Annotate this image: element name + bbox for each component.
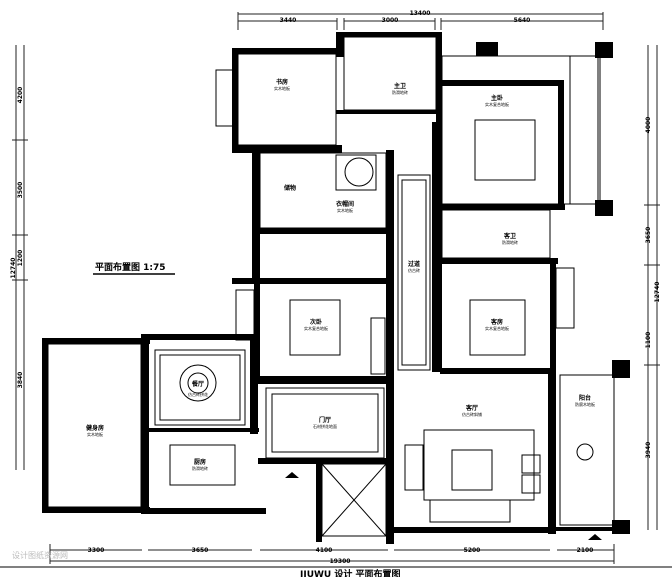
bottom-dimension: 3300 3650 4100 5200 2100 19300	[49, 544, 615, 565]
label-text: 防滑地砖	[192, 465, 208, 471]
label-text: 主卫	[394, 82, 406, 90]
footer-caption: JIUWU 设计 平面布置图	[299, 568, 401, 577]
walls	[42, 32, 630, 544]
plan-title: 平面布置图 1:75	[95, 261, 166, 273]
label-text: 客卫	[503, 232, 516, 240]
right-dimension: 4000 3650 1100 3940 12740	[644, 45, 661, 530]
dim-bottom: 3650	[192, 547, 209, 554]
label-text: 仿古砖	[408, 267, 420, 273]
label-text: 过道	[408, 260, 420, 268]
dim-top-total: 13400	[410, 10, 431, 17]
label-text: 实木复合地板	[485, 101, 509, 107]
dim-top: 3440	[280, 17, 297, 24]
dim-top: 5640	[514, 17, 531, 24]
label-text: 主卧	[491, 94, 503, 102]
dim-bottom: 2100	[577, 547, 594, 554]
label-text: 仿古砖斜铺	[462, 411, 482, 417]
dim-left: 3500	[17, 182, 24, 199]
label-text: 餐厅	[191, 380, 204, 388]
dim-right: 3650	[645, 227, 652, 244]
label-text: 书房	[276, 78, 288, 86]
dim-left: 1200	[17, 250, 24, 267]
watermark: 设计图纸资源网	[12, 550, 68, 560]
entrance-arrow-icon	[588, 534, 602, 540]
label-text: 实木复合地板	[304, 325, 328, 331]
dim-right: 4000	[645, 117, 652, 134]
interior-lines	[47, 36, 615, 537]
label-text: 健身房	[86, 424, 104, 432]
label-text: 衣帽间	[336, 200, 354, 208]
label-text: 实木复合地板	[485, 325, 509, 331]
top-dimension: 13400 3440 3000 5640	[237, 10, 604, 30]
dim-right-total: 12740	[654, 282, 661, 303]
dim-bottom-total: 19300	[330, 558, 351, 565]
label-text: 防滑地砖	[392, 89, 408, 95]
left-dimension: 4200 3500 1200 3840 12740	[10, 45, 28, 470]
label-text: 防腐木地板	[575, 401, 595, 407]
dim-left-total: 12740	[10, 258, 17, 279]
label-text: 厨房	[194, 458, 206, 466]
entrance-arrow-icon	[285, 472, 299, 478]
dim-left: 3840	[17, 372, 24, 389]
label-text: 门厅	[319, 416, 331, 424]
label-text: 储物	[283, 184, 296, 192]
dim-bottom: 5200	[464, 547, 481, 554]
label-text: 石材拼花地面	[313, 423, 337, 429]
label-text: 阳台	[579, 394, 591, 402]
label-text: 客房	[490, 318, 503, 326]
dim-bottom: 4100	[316, 547, 333, 554]
label-text: 次卧	[310, 318, 322, 326]
dim-right: 1100	[645, 332, 652, 349]
label-text: 防滑地砖	[502, 239, 518, 245]
label-text: 仿古砖拼花	[188, 391, 208, 397]
label-text: 实木地板	[274, 85, 290, 91]
label-text: 实木地板	[337, 207, 353, 213]
dim-right: 3940	[645, 442, 652, 459]
dim-top: 3000	[382, 17, 399, 24]
dim-left: 4200	[17, 87, 24, 104]
dim-bottom: 3300	[88, 547, 105, 554]
label-text: 实木地板	[87, 431, 103, 437]
room-storage: 储物	[283, 184, 296, 192]
label-text: 客厅	[465, 404, 478, 412]
